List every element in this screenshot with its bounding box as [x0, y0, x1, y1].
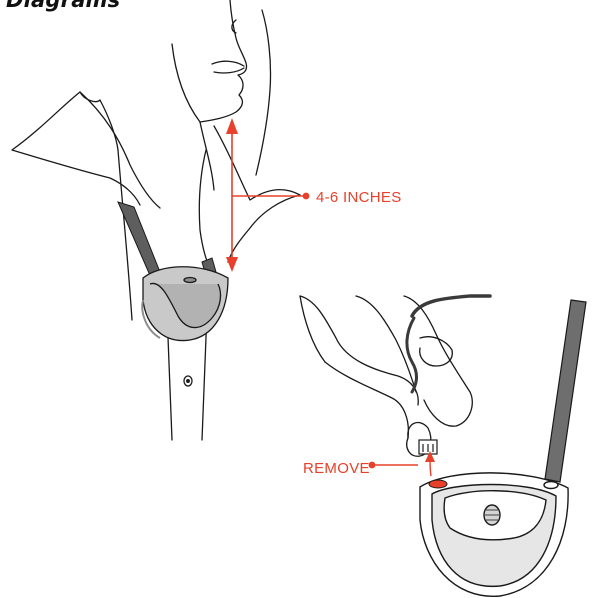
measurement-arrow-icon — [226, 118, 309, 272]
collar-right-path — [214, 126, 300, 262]
wearer-illustration — [12, 0, 300, 440]
measurement-label: 4-6 INCHES — [316, 189, 402, 206]
hand-illustration — [300, 296, 490, 456]
lips-path — [212, 61, 244, 73]
shirt-side-path — [118, 150, 132, 320]
collar-device-icon — [142, 267, 228, 341]
wrist-path — [300, 296, 325, 362]
remove-label: REMOVE — [303, 460, 370, 477]
device-strap-icon — [545, 300, 586, 482]
remove-pointer-icon — [369, 451, 435, 476]
chin-path — [172, 44, 200, 122]
lanyard-path — [412, 296, 490, 316]
collar-device-large-icon — [420, 473, 568, 596]
palm-path — [325, 362, 408, 438]
knuckle-path — [420, 337, 453, 366]
neck-line-path — [200, 122, 214, 190]
removable-plug-icon — [419, 440, 437, 454]
collar-left-path — [12, 92, 160, 208]
collar-right-inner-path — [199, 150, 210, 268]
back-neck-path — [256, 10, 271, 175]
collar-left-edge-path — [80, 92, 118, 150]
